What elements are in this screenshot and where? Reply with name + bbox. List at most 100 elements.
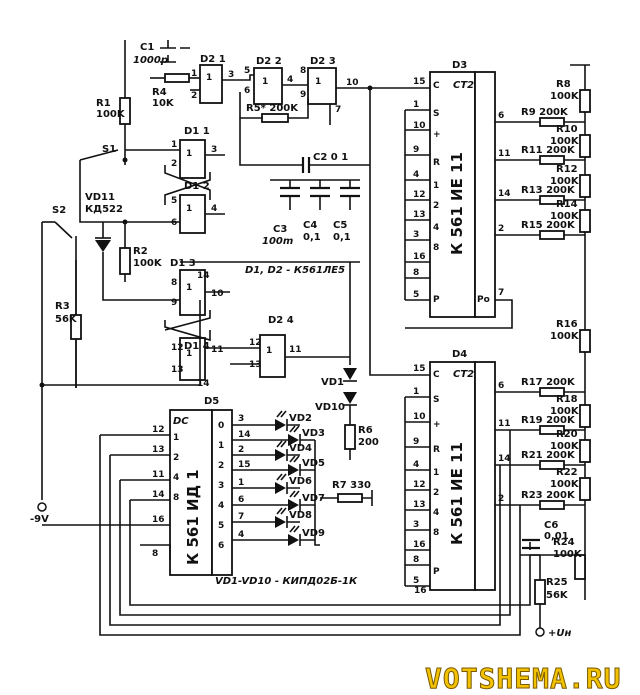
supply-terminal-minus	[37, 502, 47, 512]
svg-text:VD10: VD10	[315, 402, 345, 413]
svg-text:4: 4	[413, 460, 419, 470]
svg-text:12: 12	[152, 425, 165, 435]
resistor-r7: R7 330	[332, 480, 373, 506]
resistor-label: R21 200K	[521, 450, 576, 461]
svg-text:5: 5	[171, 196, 177, 206]
resistor-name: R10	[556, 124, 578, 135]
svg-text:1: 1	[262, 77, 268, 87]
resistor-horizontal: R11 200K	[521, 145, 585, 165]
resistor-r3: R3 56K	[55, 260, 82, 388]
resistor-label: R13 200K	[521, 185, 576, 196]
svg-text:1: 1	[191, 69, 197, 79]
svg-text:R7 330: R7 330	[332, 480, 371, 491]
led-vd4: VD4	[275, 440, 312, 461]
svg-text:1: 1	[173, 433, 179, 443]
svg-text:100K: 100K	[553, 549, 583, 560]
svg-text:16: 16	[414, 586, 427, 596]
svg-text:13: 13	[413, 500, 426, 510]
svg-text:13: 13	[249, 360, 262, 370]
svg-text:R2: R2	[133, 246, 148, 257]
svg-text:1: 1	[315, 77, 321, 87]
svg-text:8: 8	[300, 66, 306, 76]
diode-vd11: VD11 КД522	[79, 160, 200, 301]
svg-text:К 561 ИД 1: К 561 ИД 1	[184, 469, 202, 565]
watermark-text: VOTSHEMA.RU	[425, 662, 621, 695]
svg-text:D2 4: D2 4	[268, 315, 294, 326]
svg-text:S: S	[433, 395, 439, 405]
resistor-name: R18	[556, 394, 578, 405]
svg-text:0: 0	[218, 421, 224, 431]
resistor-name: R12	[556, 164, 578, 175]
svg-text:1: 1	[218, 441, 224, 451]
svg-text:7: 7	[498, 288, 504, 298]
svg-text:1: 1	[413, 100, 419, 110]
led-vd3: VD3	[288, 425, 325, 446]
svg-text:2: 2	[498, 494, 504, 504]
resistor-name: R8	[556, 79, 571, 90]
svg-text:100K: 100K	[133, 258, 163, 269]
led-label: VD5	[302, 458, 325, 469]
svg-text:3: 3	[211, 145, 217, 155]
resistor-value: 100K	[550, 406, 580, 417]
led-vd8: VD8	[275, 507, 312, 528]
led-vd7: VD7	[288, 490, 325, 511]
svg-text:+: +	[433, 130, 441, 140]
svg-text:3: 3	[238, 414, 244, 424]
svg-text:15: 15	[413, 77, 426, 87]
gate-d2-1: 1 D2 1 1 2 3	[190, 54, 254, 104]
left-supply-rail: -9V	[30, 221, 200, 525]
resistor-r1: R1 100K	[96, 40, 131, 150]
svg-text:14: 14	[197, 271, 210, 281]
resistor-name: R22	[556, 467, 578, 478]
chip-d5: D5 DC К 561 ИД 1 1 2 4 8 0 1 2 3 4 5 6	[169, 396, 233, 576]
led-vd2: VD2	[275, 410, 312, 431]
svg-text:C3: C3	[273, 224, 287, 235]
svg-text:2: 2	[173, 453, 179, 463]
svg-text:C6: C6	[544, 520, 558, 531]
switch-s2: S2	[52, 205, 77, 388]
svg-text:12: 12	[249, 338, 262, 348]
resistor-horizontal: R19 200K	[510, 415, 585, 435]
resistor-horizontal: R23 200K	[520, 490, 585, 510]
chip-d4: D4 СТ2 К 561 ИЕ 11 C S + R 1 2 4 8 P	[429, 349, 496, 591]
svg-text:5: 5	[413, 576, 419, 586]
svg-text:200: 200	[358, 437, 379, 448]
svg-text:5: 5	[244, 66, 250, 76]
svg-text:12: 12	[413, 190, 426, 200]
svg-text:15: 15	[238, 460, 251, 470]
resistor-value: 100K	[550, 441, 580, 452]
supply-plus-label: +Uн	[548, 628, 571, 639]
svg-text:1: 1	[186, 204, 192, 214]
svg-text:1: 1	[413, 387, 419, 397]
svg-text:1000p: 1000p	[133, 55, 168, 66]
svg-text:6: 6	[171, 218, 177, 228]
svg-text:4: 4	[173, 473, 179, 483]
svg-text:СТ2: СТ2	[453, 369, 474, 380]
svg-text:R5* 200K: R5* 200K	[246, 103, 299, 114]
svg-text:16: 16	[413, 252, 426, 262]
capacitor-c1: C1 1000p	[133, 40, 190, 66]
switch-s1: S1	[79, 144, 128, 165]
svg-text:13: 13	[413, 210, 426, 220]
svg-text:3: 3	[413, 520, 419, 530]
svg-text:8: 8	[433, 243, 439, 253]
resistor-value: 100K	[550, 176, 580, 187]
resistor-value: 100K	[550, 136, 580, 147]
resistor-label: R17 200K	[521, 377, 576, 388]
resistor-r2: R2 100K	[103, 219, 163, 282]
chip-d3: D3 СТ2 К 561 ИЕ 11 C S + R 1 2 4 8 P Po	[429, 60, 496, 318]
svg-text:КД522: КД522	[85, 204, 123, 215]
resistor-r6: R6 200	[344, 424, 379, 460]
capacitors-power: C3 100m C4 0,1 C5 0,1	[262, 179, 360, 247]
svg-text:6: 6	[498, 381, 504, 391]
resistor-horizontal: R15 200K	[520, 220, 585, 240]
svg-text:56K: 56K	[55, 314, 78, 325]
resistor-r24: R24 100K	[530, 537, 586, 580]
svg-text:4: 4	[238, 530, 244, 540]
svg-text:D1 4: D1 4	[184, 341, 210, 352]
svg-text:1: 1	[171, 140, 177, 150]
svg-text:1: 1	[433, 181, 439, 191]
